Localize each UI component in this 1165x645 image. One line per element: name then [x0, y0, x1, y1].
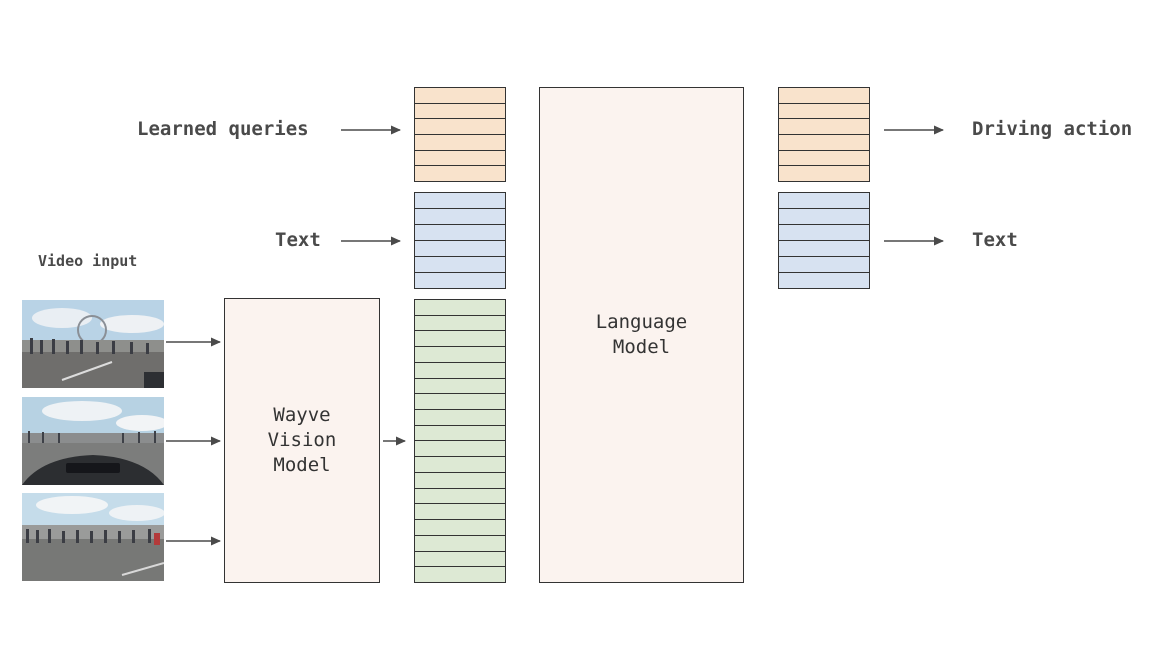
token-row — [415, 347, 505, 363]
token-row — [415, 135, 505, 151]
token-row — [415, 119, 505, 136]
token-row — [415, 379, 505, 395]
token-row — [415, 552, 505, 568]
language-model-line-2: Model — [612, 336, 671, 358]
token-row — [779, 135, 869, 151]
token-row — [415, 473, 505, 489]
token-row — [415, 257, 505, 273]
token-row — [779, 151, 869, 167]
vision-model-line-2: Vision — [267, 429, 337, 451]
token-row — [415, 151, 505, 167]
driving-action-token-stack — [778, 87, 870, 182]
text-input-token-stack — [414, 192, 506, 289]
token-row — [415, 209, 505, 225]
token-row — [415, 426, 505, 442]
video-frame-2 — [22, 397, 164, 485]
wayve-vision-model-box: Wayve Vision Model — [224, 298, 380, 583]
token-row — [779, 225, 869, 241]
video-input-label: Video input — [38, 252, 138, 270]
token-row — [415, 489, 505, 505]
token-row — [415, 536, 505, 552]
token-row — [779, 119, 869, 136]
token-row — [415, 410, 505, 426]
token-row — [779, 193, 869, 209]
token-row — [415, 394, 505, 411]
token-row — [779, 257, 869, 273]
token-row — [415, 457, 505, 473]
video-frame-1 — [22, 300, 164, 388]
video-frame-3 — [22, 493, 164, 581]
token-row — [415, 193, 505, 209]
token-row — [415, 363, 505, 379]
text-input-label: Text — [275, 229, 321, 251]
driving-action-label: Driving action — [972, 118, 1133, 140]
token-row — [779, 209, 869, 225]
token-row — [415, 104, 505, 120]
token-row — [415, 520, 505, 536]
learned-queries-label: Learned queries — [137, 118, 309, 140]
language-model-line-1: Language — [595, 311, 688, 333]
vision-token-stack — [414, 299, 506, 583]
token-row — [415, 441, 505, 458]
language-model-box: Language Model — [539, 87, 744, 583]
learned-queries-token-stack — [414, 87, 506, 182]
token-row — [779, 88, 869, 104]
token-row — [415, 225, 505, 241]
token-row — [415, 504, 505, 521]
token-row — [779, 241, 869, 257]
token-row — [415, 316, 505, 332]
vision-model-line-3: Model — [273, 454, 331, 476]
text-output-label: Text — [972, 229, 1018, 251]
vision-model-line-1: Wayve — [273, 404, 331, 426]
token-row — [415, 331, 505, 348]
token-row — [415, 300, 505, 316]
text-output-token-stack — [778, 192, 870, 289]
token-row — [415, 241, 505, 257]
token-row — [779, 104, 869, 120]
token-row — [415, 88, 505, 104]
